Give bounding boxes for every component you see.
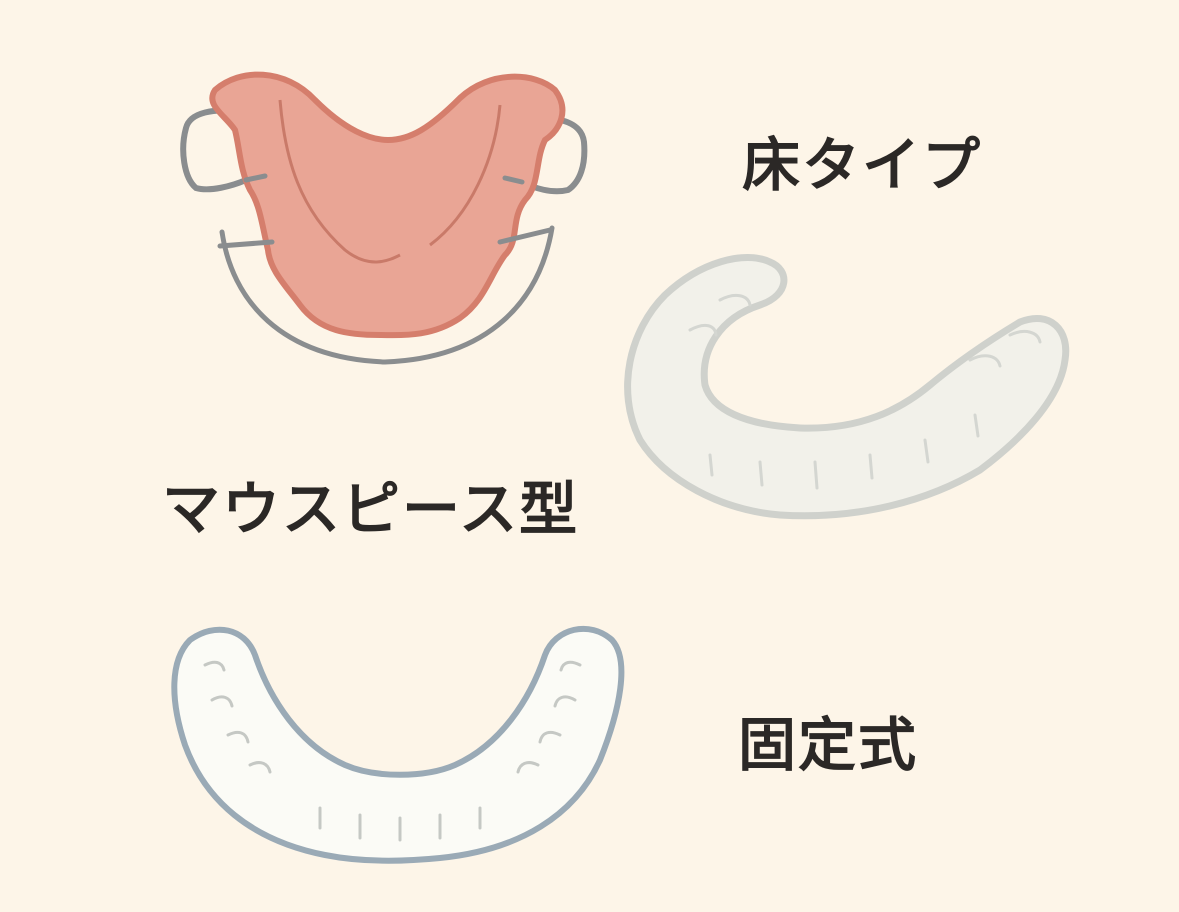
clear-aligner (624, 253, 1070, 520)
aligner-body (624, 253, 1070, 520)
fixed-tooth-lines (203, 660, 582, 842)
right-clasp-wire (519, 115, 588, 195)
palate-line (278, 99, 401, 264)
label-mouthpiece-type: マウスピース型 (162, 475, 580, 543)
acrylic-plate (209, 71, 566, 339)
plate-appliance (180, 71, 588, 365)
label-fixed-type: 固定式 (738, 711, 919, 779)
clasp-tip (217, 173, 553, 249)
fixed-body (171, 625, 625, 864)
aligner-tooth-lines (688, 293, 1042, 490)
label-plate-type: 床タイプ (742, 131, 983, 199)
fixed-appliance (171, 625, 625, 864)
labial-bow-wire (219, 225, 555, 365)
palate-line (429, 104, 502, 247)
left-clasp-wire (180, 107, 249, 193)
